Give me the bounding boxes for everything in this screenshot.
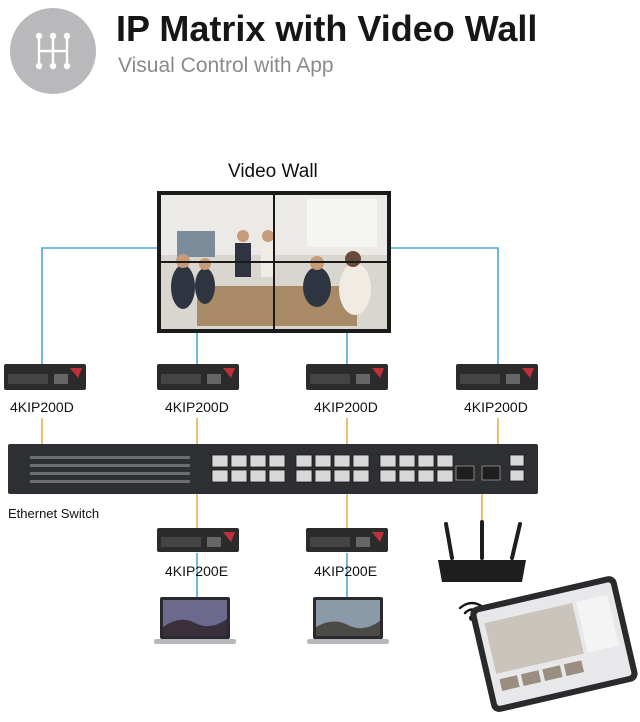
switch-port xyxy=(398,469,416,483)
switch-port xyxy=(398,454,416,468)
switch-port xyxy=(417,469,435,483)
switch-port xyxy=(211,469,229,483)
switch-port xyxy=(352,469,370,483)
decoder-device-4 xyxy=(456,364,538,390)
page-title: IP Matrix with Video Wall xyxy=(116,8,538,49)
video-wall xyxy=(157,191,391,333)
switch-port xyxy=(379,454,397,468)
decoder-label-1: 4KIP200D xyxy=(10,399,74,415)
switch-port xyxy=(268,454,286,468)
switch-port xyxy=(333,454,351,468)
switch-port xyxy=(333,469,351,483)
decoder-label-3: 4KIP200D xyxy=(314,399,378,415)
switch-label: Ethernet Switch xyxy=(8,506,100,521)
switch-port xyxy=(230,454,248,468)
hdmi-cable-4 xyxy=(391,247,499,366)
hdmi-cable-1 xyxy=(41,247,157,366)
switch-port xyxy=(211,454,229,468)
tablet-icon xyxy=(470,576,638,712)
encoder-label-2: 4KIP200E xyxy=(314,563,378,579)
decoder-device-1 xyxy=(4,364,86,390)
switch-port xyxy=(379,469,397,483)
switch-port xyxy=(249,469,267,483)
router-icon xyxy=(438,520,526,582)
page-subtitle: Visual Control with App xyxy=(118,54,334,77)
encoder-device-2 xyxy=(306,528,388,552)
switch-port xyxy=(295,469,313,483)
switch-port xyxy=(268,469,286,483)
switch-port xyxy=(436,469,454,483)
switch-port xyxy=(249,454,267,468)
switch-port xyxy=(314,454,332,468)
switch-port xyxy=(314,469,332,483)
decoder-device-3 xyxy=(306,364,388,390)
switch-port xyxy=(417,454,435,468)
video-wall-label: Video Wall xyxy=(228,161,318,182)
video-wall-image xyxy=(161,195,387,329)
encoder-device-1 xyxy=(157,528,239,552)
encoder-label-1: 4KIP200E xyxy=(165,563,229,579)
switch-port xyxy=(230,469,248,483)
decoder-label-2: 4KIP200D xyxy=(165,399,229,415)
matrix-icon xyxy=(35,32,71,70)
laptop-icon-1 xyxy=(154,597,236,644)
laptop-icon-2 xyxy=(307,597,389,644)
switch-port xyxy=(352,454,370,468)
decoder-label-4: 4KIP200D xyxy=(464,399,528,415)
decoder-device-2 xyxy=(157,364,239,390)
switch-port xyxy=(295,454,313,468)
app-logo xyxy=(10,8,96,94)
switch-port xyxy=(436,454,454,468)
